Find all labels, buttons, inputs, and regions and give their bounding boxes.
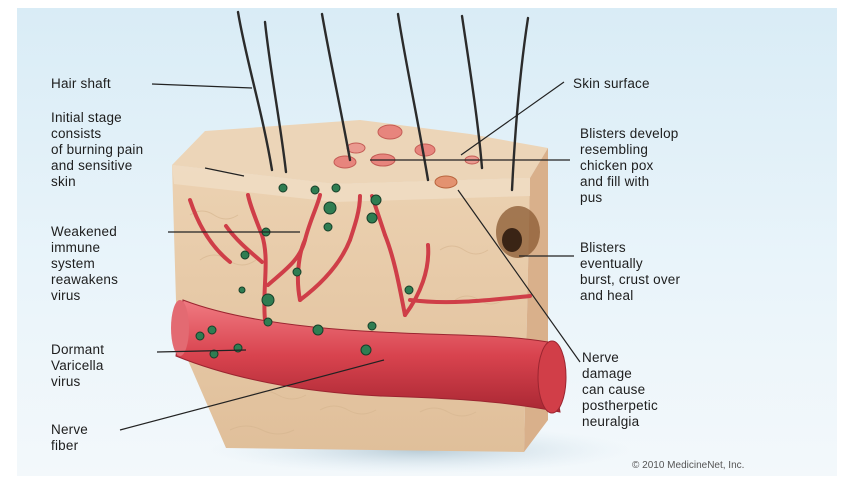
skin-front-face <box>172 165 530 452</box>
label-initial-stage: Initial stage consists of burning pain a… <box>51 110 143 190</box>
label-nerve-fiber: Nerve fiber <box>51 422 88 454</box>
label-skin-surface: Skin surface <box>573 76 650 92</box>
label-weakened-immune-system: Weakened immune system reawakens virus <box>51 224 118 304</box>
label-dormant-virus: Dormant Varicella virus <box>51 342 104 390</box>
label-blisters-develop: Blisters develop resembling chicken pox … <box>580 126 679 206</box>
label-hair-shaft: Hair shaft <box>51 76 111 92</box>
burst-blister-core <box>502 228 522 252</box>
nerve-fiber-start <box>171 300 189 356</box>
label-nerve-damage: Nerve damage can cause postherpetic neur… <box>582 350 658 430</box>
label-blisters-burst: Blisters eventually burst, crust over an… <box>580 240 680 304</box>
copyright-notice: © 2010 MedicineNet, Inc. <box>632 460 744 471</box>
nerve-fiber-end <box>538 341 566 413</box>
